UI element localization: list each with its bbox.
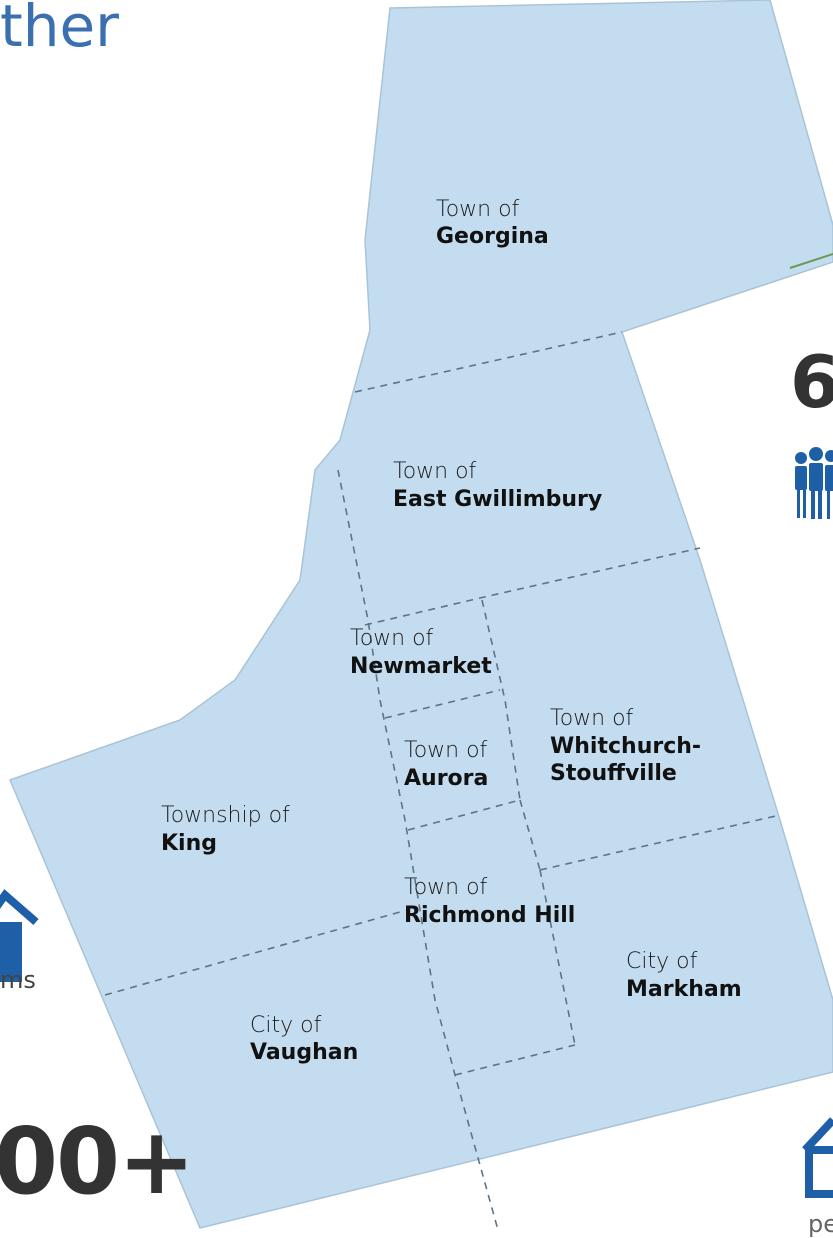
label-prefix: Town of: [436, 197, 520, 222]
label-name: King: [161, 831, 217, 856]
municipal-boundaries: [104, 331, 781, 1231]
stat-number-fragment-bottom: 00+: [0, 1108, 195, 1215]
caption-fragment-right: pe: [808, 1210, 833, 1238]
label-prefix: City of: [250, 1013, 322, 1038]
label-prefix: Town of: [550, 706, 634, 731]
label-name: East Gwillimbury: [393, 487, 602, 512]
label-name: Whitchurch-: [550, 734, 701, 759]
heading-fragment: ther: [0, 0, 120, 60]
lake-edge: [789, 253, 833, 269]
label-prefix: Township of: [161, 803, 290, 828]
label-name: Vaughan: [250, 1040, 358, 1065]
region-outline: [8, 0, 833, 1229]
label-king: Township of King: [161, 803, 290, 856]
label-name: Richmond Hill: [404, 903, 575, 928]
label-name-line2: Stouffville: [550, 761, 677, 786]
label-newmarket: Town of Newmarket: [350, 626, 492, 679]
house-icon: [0, 889, 39, 982]
label-prefix: Town of: [404, 738, 488, 763]
label-name: Newmarket: [350, 654, 492, 679]
label-prefix: Town of: [404, 875, 488, 900]
label-prefix: Town of: [393, 459, 477, 484]
label-georgina: Town of Georgina: [436, 197, 549, 249]
label-aurora: Town of Aurora: [404, 738, 488, 791]
stat-number-fragment: 6: [790, 340, 833, 424]
label-whitchurch-stouffville: Town of Whitchurch- Stouffville: [550, 706, 701, 786]
label-name: Aurora: [404, 766, 488, 791]
label-east-gwillimbury: Town of East Gwillimbury: [393, 459, 602, 512]
label-vaughan: City of Vaughan: [250, 1013, 358, 1065]
label-prefix: Town of: [350, 626, 434, 651]
people-group-icon: [795, 447, 833, 519]
label-richmond-hill: Town of Richmond Hill: [404, 875, 575, 928]
label-markham: City of Markham: [626, 949, 742, 1002]
label-prefix: City of: [626, 949, 698, 974]
label-name: Markham: [626, 977, 742, 1002]
caption-fragment-left: ms: [0, 966, 36, 994]
house-icon: [802, 1117, 833, 1198]
label-name: Georgina: [436, 224, 549, 249]
